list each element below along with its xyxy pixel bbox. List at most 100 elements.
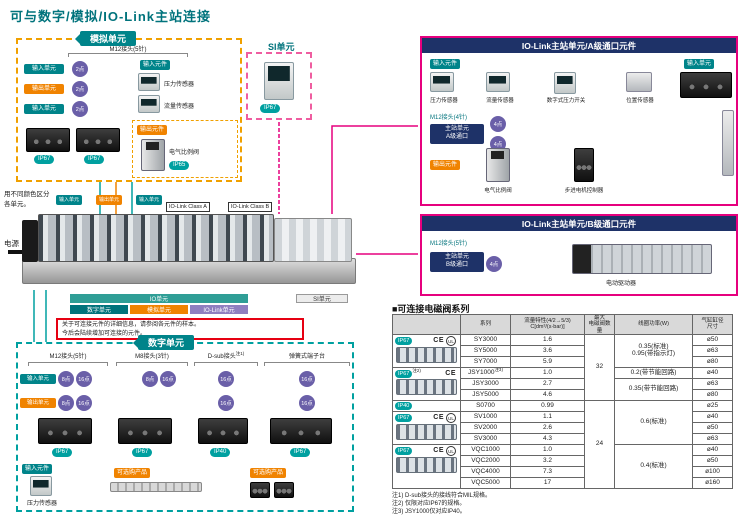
output-unit-badge: 输出单元	[20, 398, 56, 408]
class-b-label: IO-Link Class B	[228, 202, 273, 212]
input-devices-badge: 输入元件	[430, 59, 461, 69]
optional-product-badge: 可选购产品	[114, 468, 151, 478]
points-circle: 4点	[490, 116, 506, 132]
master-unit-a-line1: 主站单元	[444, 126, 469, 132]
stepper-controller-label: 步进电机控制器	[564, 188, 604, 194]
points-circle: 16点	[76, 371, 92, 387]
power-cell: 0.35(带节能回路)	[614, 377, 693, 401]
dsub-label: D-sub接头	[207, 354, 236, 360]
valve-image	[396, 423, 457, 440]
series-note-sup: 注3)	[494, 367, 503, 373]
power-label: 电源	[4, 239, 19, 248]
ul-mark: UL	[446, 412, 456, 423]
iolink-class-b-section: IO-Link主站单元/B级通口元件 M12接头(5针) 主站单元 B级通口 4…	[420, 214, 738, 296]
dia-cell: ø160	[692, 476, 733, 489]
digital-header-label: 数字单元	[148, 338, 185, 348]
series-cell: JSY5000	[460, 388, 511, 401]
notice-line2: 今后会陆续增加可连接的元件。	[62, 331, 147, 338]
ip-note-sup: 注2)	[412, 367, 421, 373]
ip-badge: IP67	[260, 104, 281, 113]
ip-badge: IP67	[395, 413, 413, 422]
notice-line1: 关于可连接元件的详细信息，请参阅各元件的样本。	[62, 322, 201, 328]
points-circle: 8点	[142, 371, 158, 387]
series-cell: VQC4000	[460, 465, 511, 478]
connector-col-m8: M8接头(3针)	[135, 354, 169, 360]
points-circle: 8点	[58, 395, 74, 411]
table-row: SY5000 3.6 ø63	[393, 344, 733, 357]
ip-badge: IP40	[395, 401, 413, 410]
iolink-class-a-section: IO-Link主站单元/A级通口元件 输入元件 压力传感器 流量传感器 数字式压…	[420, 36, 738, 206]
analog-io-module-device	[76, 128, 120, 152]
col-photo	[392, 314, 461, 335]
ip-badge: IP67	[34, 155, 55, 164]
valve-image	[396, 456, 457, 473]
input-unit-badge: 输入单元	[24, 104, 64, 114]
valve-series-table: 系列 流量特性(4/2→5/3)C[dm³/(s·bar)] 最大电磁阀数量 线…	[392, 314, 733, 489]
flow-cell: 2.6	[510, 421, 585, 434]
din-rail-device	[110, 482, 202, 492]
si-unit-label: SI单元	[268, 42, 295, 52]
points-circle: 4点	[486, 256, 502, 272]
dia-cell: ø100	[692, 465, 733, 478]
ip-badge: IP67	[395, 370, 413, 379]
master-unit-a-badge: 主站单元 A级通口	[430, 124, 484, 144]
position-sensor-device	[626, 72, 652, 92]
connector-col-m12: M12接头(5针)	[49, 354, 87, 360]
points-circle: 16点	[218, 395, 234, 411]
ce-mark: CE	[433, 447, 444, 455]
power-cell: 0.35(标准)0.95(带指示灯)	[614, 333, 693, 368]
pressure-sensor-device	[430, 72, 454, 92]
ce-mark: CE	[433, 414, 444, 422]
ip-badge: IP67	[290, 448, 311, 457]
iolink-b-header: IO-Link主站单元/B级通口元件	[422, 216, 736, 231]
series-cell: JSY1000注3)	[460, 366, 511, 379]
digital-unit-section: 数字单元 M12接头(5针) M8接头(3针) D-sub接头注1) 弹簧式端子…	[16, 335, 354, 512]
dia-cell: ø40	[692, 443, 733, 456]
flow-cell: 5.9	[510, 355, 585, 368]
dia-cell: ø40	[692, 410, 733, 423]
dsub-note-sup: 注1)	[235, 351, 245, 356]
input-unit-badge: 输入单元	[684, 59, 715, 69]
legend-bar-analog: 模拟单元	[130, 305, 188, 314]
legend-bar-iolink: IO-Link单元	[190, 305, 248, 314]
table-row: VQC2000 3.2 ø50	[393, 454, 733, 467]
flow-cell: 1.6	[510, 333, 585, 346]
series-cell: SY3000	[460, 333, 511, 346]
note-line: 注2) 仅限对应IP67的规格。	[392, 501, 466, 508]
connector-bracket	[68, 53, 188, 57]
qty-cell: 32	[584, 333, 615, 401]
page-title: 可与数字/模拟/IO-Link主站连接	[10, 9, 212, 24]
master-unit-a-line2: A级通口	[445, 133, 468, 140]
ip-badge: IP65	[169, 161, 190, 170]
flow-cell: 7.3	[510, 465, 585, 478]
power-cell: 0.6(标准)	[614, 399, 693, 445]
input-unit-badge: 输入单元	[24, 64, 64, 74]
input-unit-badge: 输入单元	[20, 374, 56, 384]
optional-accessory-device	[274, 482, 294, 498]
si-unit-device	[264, 62, 294, 100]
col-flow: 流量特性(4/2→5/3)C[dm³/(s·bar)]	[510, 314, 585, 335]
legend-note-line1: 用不同颜色区分	[4, 191, 50, 198]
ip-badge: IP40	[210, 448, 231, 457]
electric-actuator-driver-label: 电动驱动器	[606, 281, 637, 287]
flow-cell: 1.0	[510, 443, 585, 456]
manifold-output-unit-badge: 输出单元	[96, 195, 123, 205]
dia-cell: ø50	[692, 454, 733, 467]
legend-note-line2: 各单元。	[4, 201, 30, 208]
electric-actuator-driver-device	[572, 244, 712, 274]
dia-cell: ø63	[692, 377, 733, 390]
connector-bracket	[28, 362, 108, 366]
analog-header-label: 模拟单元	[90, 34, 127, 44]
slim-controller-device	[722, 110, 734, 176]
electro-pneumatic-regulator-device	[486, 148, 510, 182]
dia-cell: ø50	[692, 421, 733, 434]
note-line: 注1) D-sub接头的接线符合MIL规格。	[392, 493, 492, 499]
dia-cell: ø40	[692, 366, 733, 379]
flow-cell: 0.99	[510, 399, 585, 412]
series-cell: SV3000	[460, 432, 511, 445]
qty-cell: 24	[584, 399, 615, 489]
